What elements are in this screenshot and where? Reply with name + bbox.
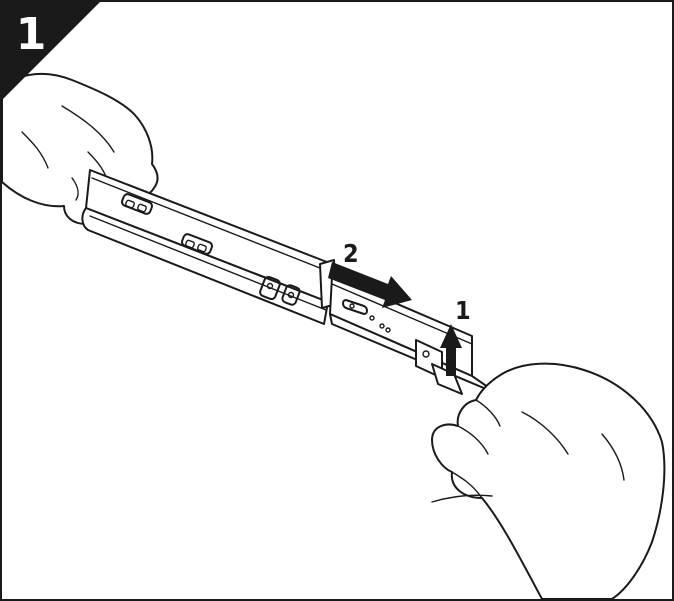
step-number: 1 xyxy=(11,8,51,62)
drawer-slide xyxy=(82,170,498,394)
callout-label-pull: 2 xyxy=(343,241,359,266)
step-badge: 1 xyxy=(2,2,102,102)
right-hand xyxy=(432,364,664,599)
callout-label-lift: 1 xyxy=(455,298,471,323)
